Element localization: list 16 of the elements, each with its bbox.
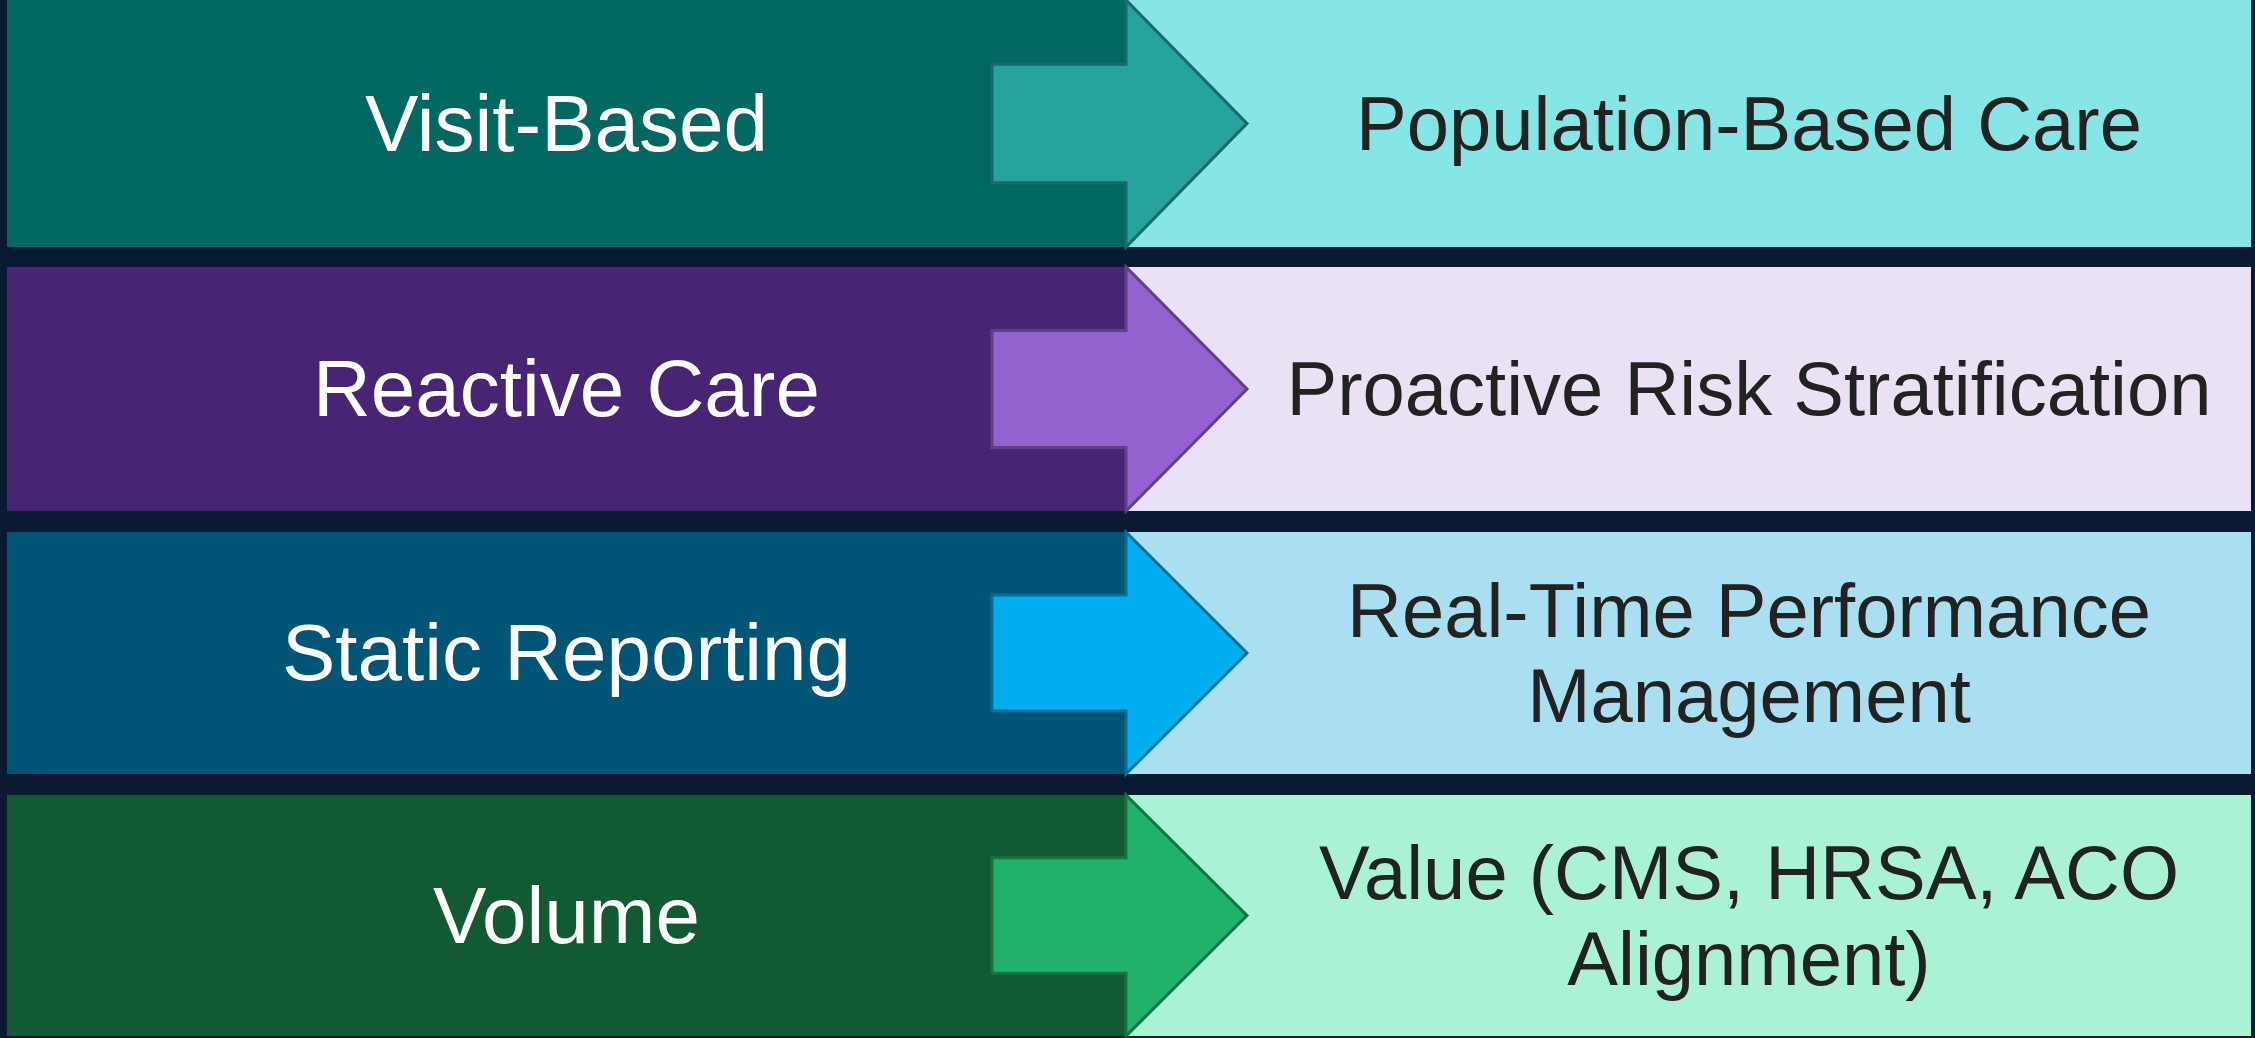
block-arrow (990, 263, 1250, 515)
from-label: Static Reporting (281, 608, 852, 698)
from-label: Volume (433, 870, 700, 961)
from-label: Reactive Care (313, 344, 820, 434)
to-label: Population-Based Care (1356, 80, 2142, 167)
from-label: Visit-Based (364, 78, 769, 169)
current-state-box (7, 795, 1126, 1036)
block-arrow (990, 791, 1250, 1038)
block-arrow (990, 528, 1250, 778)
to-label: Proactive Risk Stratification (1286, 346, 2212, 432)
current-state-box (7, 267, 1126, 511)
current-state-box (7, 0, 1126, 247)
block-arrow (990, 0, 1250, 251)
to-label: Real-Time Performance Management (1346, 567, 2152, 739)
current-state-box (7, 532, 1126, 774)
to-label: Value (CMS, HRSA, ACO Alignment) (1317, 830, 2181, 1001)
